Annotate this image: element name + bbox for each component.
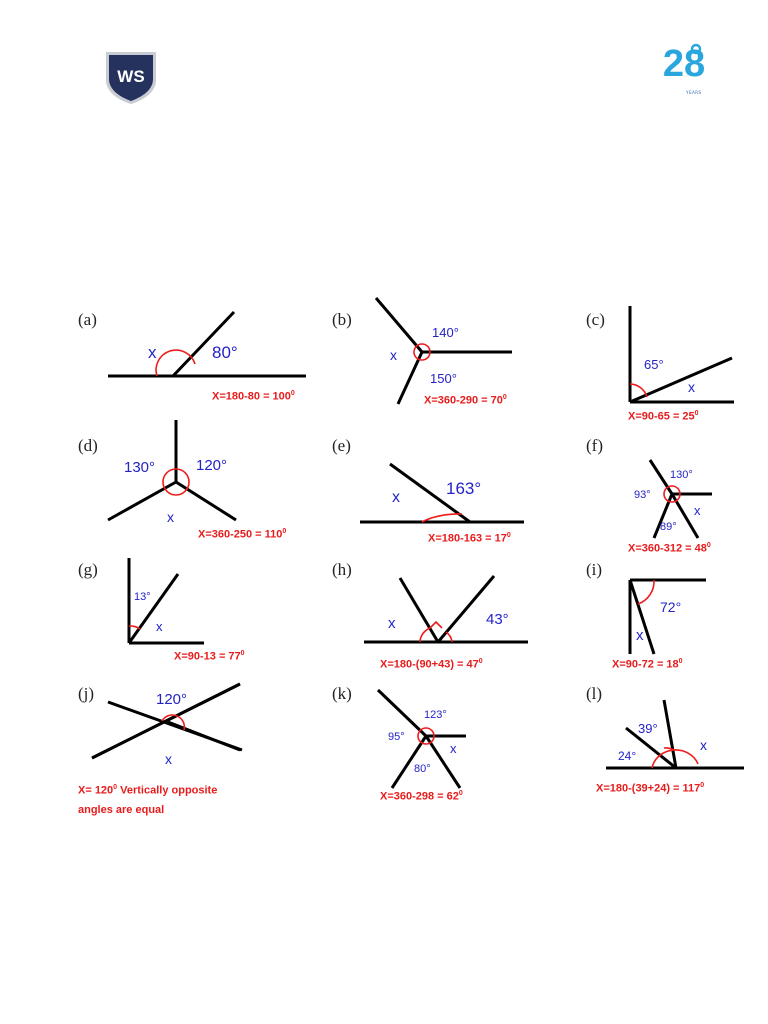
angle-label: 65° <box>644 357 664 372</box>
shield-icon: WS <box>106 52 156 104</box>
angle-diagram-k <box>376 688 466 789</box>
angle-label: x <box>167 509 174 525</box>
angle-label: x <box>165 751 172 767</box>
angle-label: 24° <box>618 749 637 763</box>
angle-diagram-a <box>108 310 306 378</box>
angle-label: 130° <box>670 469 693 481</box>
angle-label: 13° <box>134 591 151 603</box>
angle-label: 120° <box>196 457 228 474</box>
answer-text: X=360-290 = 700 <box>424 394 507 407</box>
ws-logo-text: WS <box>117 67 144 86</box>
angle-label: x <box>688 379 695 395</box>
angle-label: x <box>694 503 701 518</box>
ws-logo: WS <box>104 50 158 109</box>
angle-label: x <box>148 343 157 362</box>
problem-letter: (l) <box>586 684 603 703</box>
problem-letter: (c) <box>586 310 605 329</box>
problem-letter: (a) <box>78 310 97 329</box>
angle-diagram-j <box>91 682 243 760</box>
angle-label: 163° <box>446 479 482 498</box>
angle-label: 93° <box>634 489 651 501</box>
answer-text: X=360-250 = 1100 <box>198 528 287 541</box>
answer-text: X=360-298 = 620 <box>380 790 463 803</box>
angle-label: 95° <box>388 731 405 743</box>
angle-diagram-f <box>648 459 712 539</box>
answer-text: X=180-163 = 170 <box>428 532 511 545</box>
answer-text: X=90-72 = 180 <box>612 658 683 671</box>
problem-letter: (h) <box>332 560 352 579</box>
answer-text: X=180-80 = 1000 <box>212 390 295 403</box>
answer-text: X=180-(39+24) = 1170 <box>596 782 705 795</box>
problem-letter: (e) <box>332 436 351 455</box>
angle-diagram-l <box>606 699 744 770</box>
years-logo-subtext: YEARS <box>686 90 702 95</box>
angle-label: 43° <box>486 611 509 628</box>
angle-label: x <box>450 741 457 756</box>
angle-label: 80° <box>212 343 238 362</box>
years-logo: 28 <box>652 40 716 101</box>
problem-letter: (b) <box>332 310 352 329</box>
angle-label: x <box>388 615 396 632</box>
years-logo-number: 28 <box>663 43 705 85</box>
angle-label: x <box>390 347 397 363</box>
angle-diagram-b <box>374 297 512 405</box>
problem-letter: (i) <box>586 560 603 579</box>
years-badge-icon: 28 <box>663 43 705 85</box>
problem-letter: (k) <box>332 684 352 703</box>
angle-label: x <box>700 737 707 753</box>
angle-diagram-g <box>127 558 204 645</box>
angle-label: 140° <box>432 325 459 340</box>
angle-label: 150° <box>430 371 457 386</box>
angle-label: 39° <box>638 721 658 736</box>
angle-label: 89° <box>660 521 677 533</box>
angle-label: 120° <box>156 691 188 708</box>
angle-diagram-d <box>107 420 237 522</box>
problem-letter: (j) <box>78 684 95 703</box>
angle-diagram-h <box>364 575 528 644</box>
angle-label: 123° <box>424 709 447 721</box>
angle-label: 130° <box>124 459 156 476</box>
angle-label: 80° <box>414 763 431 775</box>
answer-text: X=90-65 = 250 <box>628 410 699 423</box>
angle-diagram-i <box>628 578 706 655</box>
angle-label: 72° <box>660 599 682 615</box>
answer-text: X=360-312 = 480 <box>628 542 711 555</box>
angle-label: x <box>392 489 400 506</box>
answer-text: X= 1200 Vertically opposite angles are e… <box>78 784 218 816</box>
angle-label: x <box>156 619 163 634</box>
angle-diagram-c <box>628 306 734 404</box>
angle-label: x <box>636 627 644 644</box>
problem-letter: (d) <box>78 436 98 455</box>
answer-text: X=180-(90+43) = 470 <box>380 658 483 671</box>
problem-letter: (g) <box>78 560 98 579</box>
problem-letter: (f) <box>586 436 603 455</box>
answer-text: X=90-13 = 770 <box>174 650 245 663</box>
angle-diagram-e <box>360 462 524 524</box>
